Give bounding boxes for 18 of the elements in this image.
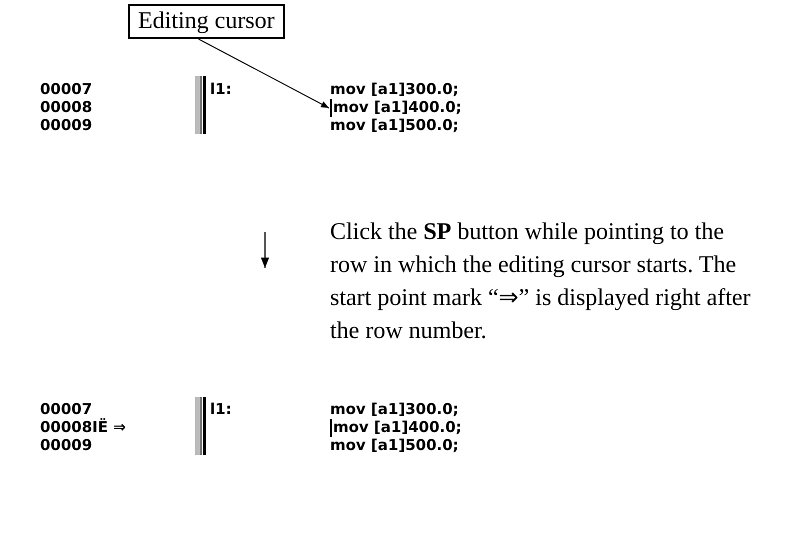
code-label: l1: [210, 400, 232, 418]
code-line: mov [a1]400.0; [333, 418, 462, 436]
code-line: mov [a1]400.0; [333, 98, 462, 116]
code-line: mov [a1]500.0; [330, 116, 459, 134]
row-number: 00009 [40, 436, 92, 454]
row-number: 00008 [40, 98, 92, 116]
row-number: 00007 [40, 400, 92, 418]
code-label: l1: [210, 80, 232, 98]
leader-line [198, 38, 330, 108]
row-number: 00007 [40, 80, 92, 98]
code-line: mov [a1]500.0; [330, 436, 459, 454]
row-number: 00009 [40, 116, 92, 134]
code-line: mov [a1]300.0; [330, 80, 459, 98]
text-cursor [330, 99, 332, 117]
instruction-text: Click the SP button while pointing to the row in which the editing cursor starts. The start point mark “⇒” is displayed right after the row number. [330, 218, 752, 346]
row-number: 00008IË ⇒ [40, 418, 126, 436]
code-line: mov [a1]300.0; [330, 400, 459, 418]
callout-box: Editing cursor [128, 4, 285, 39]
